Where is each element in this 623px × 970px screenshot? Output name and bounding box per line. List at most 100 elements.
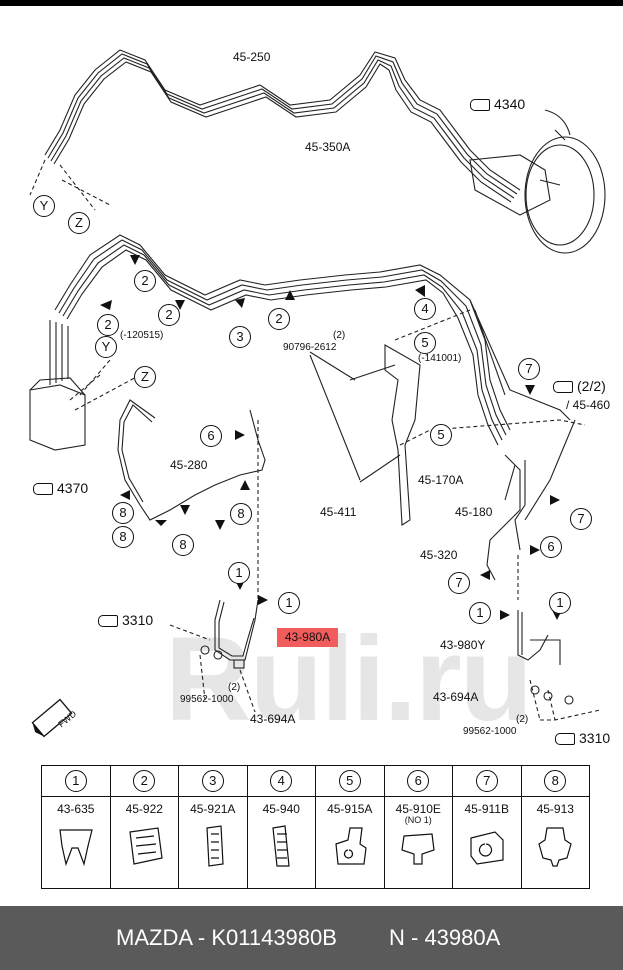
pointing-hand-icon xyxy=(470,99,490,112)
callout-7: 7 xyxy=(570,508,592,530)
callout-8: 8 xyxy=(230,503,252,525)
footer-number: N - 43980A xyxy=(389,925,501,950)
ref-4370-label: 4370 xyxy=(57,480,89,496)
brake-line-diagram xyxy=(29,49,606,738)
range-141001: (-141001) xyxy=(418,353,462,364)
callout-1: 1 xyxy=(228,562,250,584)
ref-3310-left-label: 3310 xyxy=(122,612,154,628)
legend-num: 3 xyxy=(201,770,224,792)
legend-code: 45-922 xyxy=(125,802,163,816)
legend-code: 45-921A xyxy=(190,802,236,816)
ref-3310-right[interactable]: 3310 xyxy=(555,730,610,746)
highlighted-part-43-980a[interactable]: 43-980A xyxy=(277,628,338,647)
callout-1: 1 xyxy=(278,592,300,614)
legend-cell: 6 45-910E (NO 1) xyxy=(384,766,453,888)
clip-45-915a-icon xyxy=(335,827,367,865)
callout-1: 1 xyxy=(469,602,491,624)
part-43-980y: 43-980Y xyxy=(440,638,486,652)
ref-4340[interactable]: 4340 xyxy=(470,96,525,112)
legend-code: 43-635 xyxy=(57,802,95,816)
legend-sub: (NO 1) xyxy=(404,815,432,825)
legend-num: 6 xyxy=(407,770,430,792)
callout-6: 6 xyxy=(540,536,562,558)
part-43-694a-right: 43-694A xyxy=(433,690,479,704)
legend-cell: 1 43-635 xyxy=(42,766,111,888)
ref-4340-label: 4340 xyxy=(494,96,526,112)
ref-2-2-label: (2/2) xyxy=(577,378,606,394)
part-43-694a-left: 43-694A xyxy=(250,712,296,726)
callout-2: 2 xyxy=(97,314,119,336)
part-99562-right: 99562-1000 xyxy=(463,726,517,737)
callout-1: 1 xyxy=(549,592,571,614)
legend-code: 45-911B xyxy=(464,802,509,816)
callout-7: 7 xyxy=(448,572,470,594)
pointing-hand-icon xyxy=(98,615,118,628)
part-45-250: 45-250 xyxy=(233,50,271,64)
legend-num: 1 xyxy=(64,770,87,792)
watermark: Ruli.ru xyxy=(165,612,533,746)
callout-6: 6 xyxy=(200,425,222,447)
connector-z-abs: Z xyxy=(134,366,156,388)
clip-45-922-icon xyxy=(129,827,163,865)
part-45-411: 45-411 xyxy=(320,505,357,519)
ref-45-460: / 45-460 xyxy=(566,398,611,412)
range-120515: (-120515) xyxy=(120,330,164,341)
part-99562-left: 99562-1000 xyxy=(180,694,234,705)
part-45-170a: 45-170A xyxy=(418,473,464,487)
connector-z-top: Z xyxy=(68,212,90,234)
pointing-hand-icon xyxy=(33,483,53,496)
callout-3: 3 xyxy=(229,326,251,348)
legend-code: 45-915A xyxy=(327,802,373,816)
qty-90796: (2) xyxy=(333,330,346,341)
footer-brand-part: MAZDA - K01143980B xyxy=(116,925,337,950)
clip-45-940-icon xyxy=(272,825,290,867)
qty-99562-left: (2) xyxy=(228,682,241,693)
legend-num: 8 xyxy=(544,770,567,792)
clip-45-910e-icon xyxy=(401,833,435,865)
clip-45-921a-icon xyxy=(206,825,224,867)
clip-43-635-icon xyxy=(59,829,93,867)
part-45-280: 45-280 xyxy=(170,458,208,472)
part-45-320: 45-320 xyxy=(420,548,458,562)
pointing-hand-icon xyxy=(555,733,575,746)
callout-5: 5 xyxy=(414,332,436,354)
legend-num: 4 xyxy=(270,770,293,792)
callout-8: 8 xyxy=(112,502,134,524)
legend-cell: 8 45-913 xyxy=(521,766,589,888)
ref-3310-left[interactable]: 3310 xyxy=(98,612,153,628)
callout-8: 8 xyxy=(112,526,134,548)
callout-7: 7 xyxy=(518,358,540,380)
clip-legend-table: 1 43-635 2 45-922 3 45-921A 4 45-940 5 4… xyxy=(41,765,590,889)
clip-45-911b-icon xyxy=(470,831,504,865)
legend-num: 2 xyxy=(133,770,156,792)
clip-45-913-icon xyxy=(538,827,572,867)
legend-cell: 5 45-915A xyxy=(316,766,385,888)
part-90796: 90796-2612 xyxy=(283,342,337,353)
legend-num: 5 xyxy=(338,770,361,792)
legend-num: 7 xyxy=(475,770,498,792)
legend-cell: 3 45-921A xyxy=(179,766,248,888)
legend-cell: 2 45-922 xyxy=(110,766,179,888)
part-45-350a: 45-350A xyxy=(305,140,351,154)
callout-2: 2 xyxy=(134,270,156,292)
qty-99562-right: (2) xyxy=(516,714,529,725)
callout-8: 8 xyxy=(172,534,194,556)
top-bar xyxy=(0,0,623,6)
callout-2: 2 xyxy=(268,308,290,330)
connector-y-abs: Y xyxy=(95,336,117,358)
pointing-hand-icon xyxy=(553,381,573,394)
part-45-180: 45-180 xyxy=(455,505,493,519)
footer-bar: MAZDA - K01143980B N - 43980A xyxy=(0,906,623,970)
ref-4370[interactable]: 4370 xyxy=(33,480,88,496)
legend-cell: 4 45-940 xyxy=(247,766,316,888)
legend-code: 45-910E xyxy=(395,802,441,816)
legend-code: 45-940 xyxy=(262,802,300,816)
callout-2: 2 xyxy=(158,304,180,326)
legend-cell: 7 45-911B xyxy=(453,766,522,888)
callout-4: 4 xyxy=(414,298,436,320)
legend-code: 45-913 xyxy=(536,802,574,816)
ref-2-2[interactable]: (2/2) xyxy=(553,378,606,394)
connector-y-top: Y xyxy=(33,195,55,217)
callout-5: 5 xyxy=(430,424,452,446)
ref-3310-right-label: 3310 xyxy=(579,730,611,746)
